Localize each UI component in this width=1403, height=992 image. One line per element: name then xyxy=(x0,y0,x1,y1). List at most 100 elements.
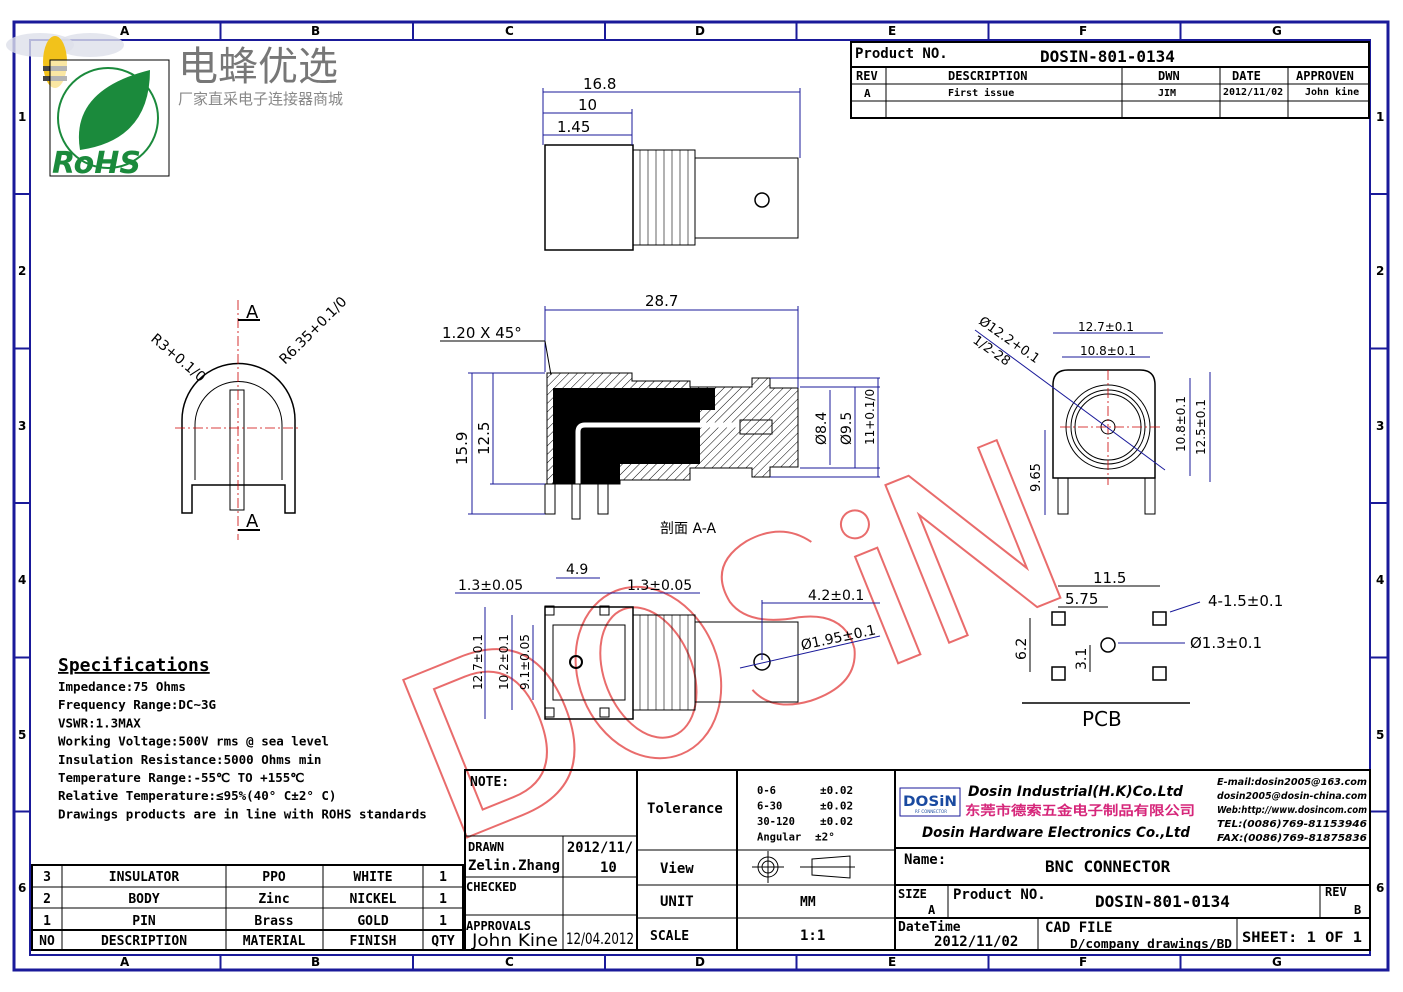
dim-label: 4.2±0.1 xyxy=(808,588,864,604)
dim-label: 1.20 X 45° xyxy=(442,324,522,342)
company-name-en2: Dosin Hardware Electronics Co.,Ltd xyxy=(922,825,1191,841)
bom-cell: BODY xyxy=(128,892,159,907)
grid-column-label: E xyxy=(888,955,896,969)
grid-row-label: 4 xyxy=(1376,573,1384,587)
bom-header: NO xyxy=(39,934,55,949)
product-label: Product NO. xyxy=(855,46,948,62)
grid-row-label: 5 xyxy=(1376,728,1384,742)
rev-drawn: JIM xyxy=(1158,88,1176,99)
tolerance-range: Angular xyxy=(757,832,801,844)
section-title: 剖面 A-A xyxy=(660,521,716,537)
approval-date: 12/04.2012 xyxy=(566,929,634,948)
grid-row-label: 1 xyxy=(18,110,26,124)
dim-label: 10.8±0.1 xyxy=(1174,396,1188,452)
spec-line: Temperature Range:-55℃ TO +155℃ xyxy=(58,770,304,785)
dim-label: Ø9.5 xyxy=(839,412,855,445)
sheet-number: SHEET: 1 OF 1 xyxy=(1242,930,1362,946)
title-block: NOTE: DRAWN Zelin.Zhang 2012/11/ 10 CHEC… xyxy=(464,769,1371,951)
grid-column-label: C xyxy=(505,24,514,38)
approvals-label: APPROVALS xyxy=(466,919,531,933)
dim-label: 3.1 xyxy=(1074,648,1090,670)
dwn-header: DWN xyxy=(1158,69,1180,83)
tolerance-value: ±0.02 xyxy=(820,815,853,828)
front-view: 12.7±0.1 10.8±0.1 Ø12.2+0.1 1/2-28 10.8±… xyxy=(970,314,1211,515)
checked-label: CHECKED xyxy=(466,880,517,894)
grid-row-label: 2 xyxy=(18,264,26,278)
section-marker: A xyxy=(246,511,259,532)
rev-date: 2012/11/02 xyxy=(1223,87,1283,98)
rev-value: B xyxy=(1354,903,1361,917)
dim-label: R3+0.1/0 xyxy=(147,331,208,386)
contact-line: dosin2005@dosin-china.com xyxy=(1217,791,1367,802)
date-header: DATE xyxy=(1232,69,1261,83)
spec-line: Working Voltage:500V rms @ sea level xyxy=(58,734,329,749)
dim-label: 11.5 xyxy=(1093,569,1126,587)
grid-column-label: A xyxy=(120,955,130,969)
cad-label: CAD FILE xyxy=(1045,920,1112,936)
rev-label: REV xyxy=(1325,885,1347,899)
approven-header: APPROVEN xyxy=(1296,69,1354,83)
dim-label: 12.5 xyxy=(475,422,493,455)
dim-label: Ø8.4 xyxy=(814,412,830,445)
dim-label: 12.7±0.1 xyxy=(1078,320,1134,334)
grid-row-label: 6 xyxy=(18,881,26,895)
part-name: BNC CONNECTOR xyxy=(1045,857,1171,876)
contact-line: Web:http://www.dosincom.com xyxy=(1217,805,1367,816)
spec-line: Drawings products are in line with ROHS … xyxy=(58,806,427,821)
dim-label: 4-1.5±0.1 xyxy=(1208,592,1283,610)
bom-header: QTY xyxy=(431,934,455,949)
grid-row-label: 6 xyxy=(1376,881,1384,895)
spec-line: Frequency Range:DC~3G xyxy=(58,697,216,712)
brand-tagline: 厂家直采电子连接器商城 xyxy=(178,90,343,108)
product-number: DOSIN-801-0134 xyxy=(1095,892,1230,911)
dim-label: 9.1±0.05 xyxy=(518,634,532,690)
dim-label: 6.2 xyxy=(1014,638,1030,660)
grid-row-label: 3 xyxy=(18,419,26,433)
datetime-label: DateTime xyxy=(898,920,961,935)
bom-cell: 1 xyxy=(43,914,51,929)
dim-label: 12.7±0.1 xyxy=(471,634,485,690)
dim-label: Ø1.3±0.1 xyxy=(1190,634,1262,652)
grid-column-label: F xyxy=(1079,24,1087,38)
tolerance-range: 0-6 xyxy=(757,785,776,797)
dim-label: 10 xyxy=(578,96,597,114)
section-marker: A xyxy=(246,302,259,323)
scale-value: 1:1 xyxy=(800,928,825,944)
dim-label: 4.9 xyxy=(566,562,588,578)
dim-label: R6.35+0.1/0 xyxy=(277,294,351,368)
drawn-date-day: 10 xyxy=(600,860,617,876)
bom-cell: Zinc xyxy=(258,892,289,907)
dim-label: 9.65 xyxy=(1029,463,1044,492)
bom-cell: 3 xyxy=(43,870,51,885)
size-label: SIZE xyxy=(898,887,927,901)
datetime-value: 2012/11/02 xyxy=(934,934,1018,950)
pcb-layout: 11.5 5.75 4-1.5±0.1 Ø1.3±0.1 6.2 3.1 PCB xyxy=(1014,569,1283,731)
unit-value: MM xyxy=(800,895,816,910)
tolerance-label: Tolerance xyxy=(647,801,723,817)
bom-cell: WHITE xyxy=(353,870,392,885)
dim-label: 1.45 xyxy=(557,118,590,136)
brand-name: 电蜂优选 xyxy=(178,44,338,90)
grid-column-label: B xyxy=(311,955,320,969)
dim-label: 12.5±0.1 xyxy=(1194,399,1208,455)
spec-line: Impedance:75 Ohms xyxy=(58,679,186,694)
drawn-by: Zelin.Zhang xyxy=(468,858,560,874)
company-logo: DOSiN RF CONNECTOR xyxy=(899,787,961,817)
grid-row-label: 5 xyxy=(18,728,26,742)
rev-value: A xyxy=(864,87,871,100)
bom-header: FINISH xyxy=(350,934,397,949)
product-number: DOSIN-801-0134 xyxy=(1040,47,1175,66)
contact-line: TEL:(0086)769-81153946 xyxy=(1217,819,1367,830)
pcb-title: PCB xyxy=(1082,707,1122,731)
bom-cell: GOLD xyxy=(357,914,388,929)
svg-text:RF CONNECTOR: RF CONNECTOR xyxy=(915,809,947,814)
size-value: A xyxy=(928,903,936,917)
company-name-cn: 东莞市德索五金电子制品有限公司 xyxy=(965,803,1195,819)
spec-title: Specifications xyxy=(58,655,210,676)
tolerance-range: 30-120 xyxy=(757,816,795,828)
grid-row-label: 4 xyxy=(18,573,26,587)
contact-line: FAX:(0086)769-81875836 xyxy=(1217,833,1367,844)
cad-path: D/company drawings/BD xyxy=(1070,937,1232,951)
